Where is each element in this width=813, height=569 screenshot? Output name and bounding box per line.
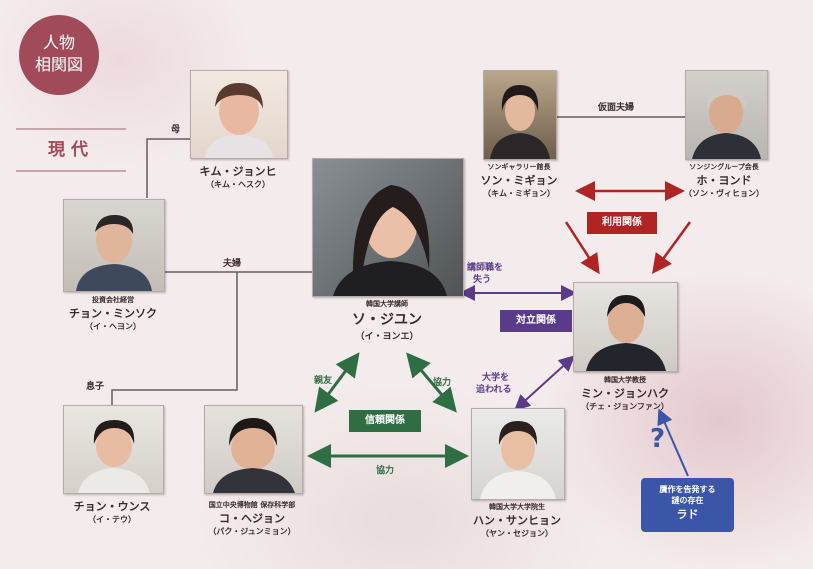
rel-cooperate-1: 協力 xyxy=(433,378,452,388)
rel-couple: 夫婦 xyxy=(223,259,242,269)
person-min-jonhaku: 韓国大学教授 ミン・ジョンハク （チェ・ジョンファン） xyxy=(560,375,690,412)
rel-chased-1: 大学を xyxy=(482,373,510,383)
ra-line-2: 謎の存在 xyxy=(671,496,704,505)
chased-arrow xyxy=(514,355,575,411)
title-line-1: 人物 xyxy=(42,33,75,52)
portrait-jong-unsu xyxy=(63,405,164,494)
name-son-migyon: ソン・ミギョン xyxy=(480,174,558,187)
name-so-jiyun: ソ・ジユン xyxy=(352,312,422,328)
use-arrow-right xyxy=(652,221,692,275)
role-ho-yondo: ソンジングループ会長 xyxy=(689,163,759,171)
person-son-migyon: ソンギャラリー館長 ソン・ミギョン （キム・ミギョン） xyxy=(451,162,587,199)
rel-trust-badge: 信頼関係 xyxy=(349,410,421,432)
rel-fake-couple: 仮面夫婦 xyxy=(598,103,635,113)
name-jong-unsu: チョン・ウンス xyxy=(73,500,151,513)
role-jong-minsok: 投資会社経営 xyxy=(92,296,134,304)
ra-line-1: 贋作を告発する xyxy=(659,485,716,494)
person-kim-jonghi: キム・ジョンヒ （キム・ヘスク） xyxy=(170,163,306,190)
name-jong-minsok: チョン・ミンソク xyxy=(69,307,157,320)
person-ko-hejon: 国立中央博物館 保存科学部 コ・ヘジョン （パク・ジュンミョン） xyxy=(184,500,320,537)
name-ho-yondo: ホ・ヨンド xyxy=(696,174,752,187)
son-line xyxy=(111,272,238,405)
portrait-so-jiyun xyxy=(312,158,464,297)
actor-jong-minsok: （イ・ヘヨン） xyxy=(85,322,141,331)
person-so-jiyun: 韓国大学講師 ソ・ジユン （イ・ヨンエ） xyxy=(317,299,457,342)
rel-mother: 母 xyxy=(171,125,181,135)
actor-son-migyon: （キム・ミギョン） xyxy=(483,189,555,198)
rel-use-badge: 利用関係 xyxy=(587,212,657,234)
name-kim-jonghi: キム・ジョンヒ xyxy=(199,165,277,178)
cooperate-arrow-1 xyxy=(406,352,457,413)
rel-lose-job-2: 失う xyxy=(473,275,492,285)
portrait-kim-jonghi xyxy=(190,70,288,159)
actor-ko-hejon: （パク・ジュンミョン） xyxy=(208,527,296,536)
rel-son: 息子 xyxy=(86,382,105,392)
name-ko-hejon: コ・ヘジョン xyxy=(219,512,285,525)
actor-so-jiyun: （イ・ヨンエ） xyxy=(355,332,419,342)
portrait-ko-hejon xyxy=(204,405,303,494)
role-so-jiyun: 韓国大学講師 xyxy=(366,300,408,308)
chart-title-badge: 人物 相関図 xyxy=(19,15,99,95)
rel-conflict-badge: 対立関係 xyxy=(500,310,572,332)
best-friend-arrow xyxy=(314,352,360,413)
person-han-sanhyon: 韓国大学大学院生 ハン・サンヒョン （ヤン・セジョン） xyxy=(449,502,585,539)
person-jong-minsok: 投資会社経営 チョン・ミンソク （イ・ヘヨン） xyxy=(45,295,181,332)
portrait-ho-yondo xyxy=(685,70,768,160)
use-arrow-left xyxy=(564,221,600,275)
portrait-jong-minsok xyxy=(63,199,165,292)
ra-name: ラド xyxy=(676,508,699,521)
title-line-2: 相関図 xyxy=(34,55,83,74)
role-ko-hejon: 国立中央博物館 保存科学部 xyxy=(208,501,296,509)
person-jong-unsu: チョン・ウンス （イ・テウ） xyxy=(44,498,180,525)
era-label: 現代 xyxy=(16,128,126,172)
name-han-sanhyon: ハン・サンヒョン xyxy=(473,514,561,527)
rel-best-friend: 親友 xyxy=(314,376,333,386)
actor-jong-unsu: （イ・テウ） xyxy=(88,515,136,524)
actor-min-jonhaku: （チェ・ジョンファン） xyxy=(581,402,669,411)
portrait-min-jonhaku xyxy=(573,282,678,372)
ra-box: 贋作を告発する 謎の存在 ラド xyxy=(641,478,734,532)
ra-arrow xyxy=(657,408,689,477)
rel-lose-job-1: 講師職を xyxy=(467,263,504,273)
role-son-migyon: ソンギャラリー館長 xyxy=(487,163,551,171)
portrait-son-migyon xyxy=(483,70,557,160)
role-han-sanhyon: 韓国大学大学院生 xyxy=(489,503,545,511)
rel-chased-2: 追われる xyxy=(476,385,512,395)
person-ho-yondo: ソンジングループ会長 ホ・ヨンド （ソン・ヴィヒョン） xyxy=(656,162,792,199)
question-mark: ? xyxy=(650,424,666,454)
mother-line xyxy=(146,138,190,198)
actor-han-sanhyon: （ヤン・セジョン） xyxy=(481,529,553,538)
name-min-jonhaku: ミン・ジョンハク xyxy=(581,387,669,400)
actor-kim-jonghi: （キム・ヘスク） xyxy=(206,180,270,189)
actor-ho-yondo: （ソン・ヴィヒョン） xyxy=(684,189,764,198)
portrait-han-sanhyon xyxy=(471,408,565,500)
role-min-jonhaku: 韓国大学教授 xyxy=(604,376,646,384)
rel-cooperate-2: 協力 xyxy=(376,466,395,476)
